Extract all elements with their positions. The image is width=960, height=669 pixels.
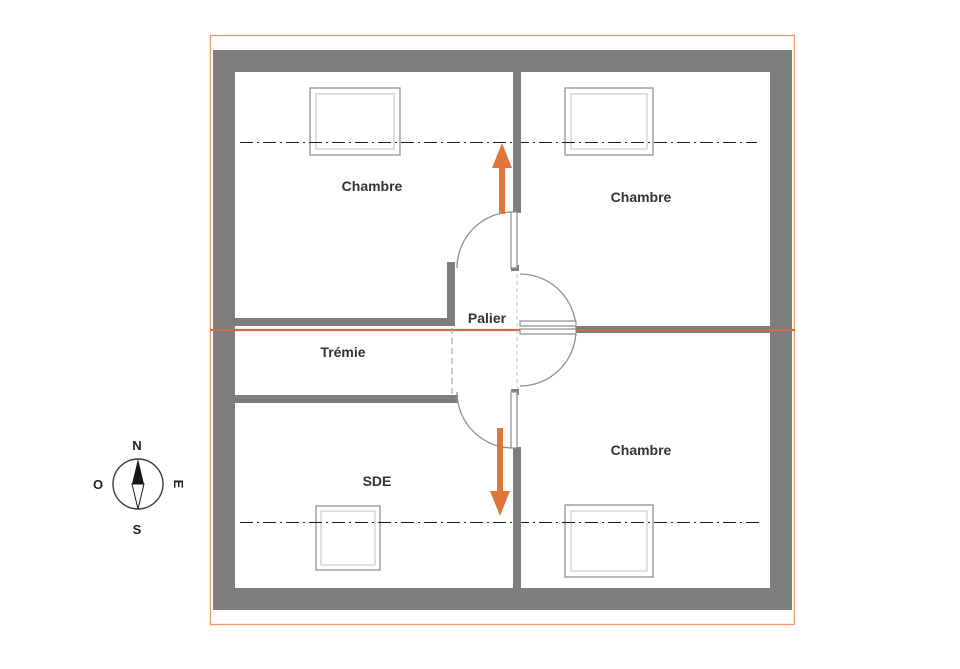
compass-south-label: S [133,522,142,537]
door-panel-upper [519,320,577,327]
window-inner-frame [315,93,395,150]
roof-window-bottom-left [315,505,381,571]
roof-window-top-left [309,87,401,156]
door-bottom-room [456,391,518,449]
wall-door-jamb [447,262,455,322]
arrow-shaft [497,428,503,492]
window-inner-frame [570,510,648,572]
window-outer-frame [315,505,381,571]
wall-center-bottom [513,447,521,588]
room-label-shower-room: SDE [363,473,392,489]
room-label-landing: Palier [468,310,507,326]
room-label-bedroom-top-right: Chambre [611,189,672,205]
door-swing-arc [456,391,515,449]
stairs-up-arrow [492,143,512,214]
door-panel-lower [519,328,577,335]
compass-needle-south [131,483,145,510]
roof-window-bottom-right [564,504,654,578]
window-inner-frame [320,510,376,566]
door-panel [510,211,518,269]
arrow-head [492,143,512,168]
compass-north-label: N [132,438,141,453]
room-label-bedroom-top-left: Chambre [342,178,403,194]
stairs-down-arrow [490,428,510,516]
door-panel [510,391,518,449]
window-inner-frame [570,93,648,150]
arrow-head [490,491,510,516]
wall-outer-bottom [213,588,792,610]
wall-center-top [513,72,521,213]
window-outer-frame [564,504,654,578]
window-outer-frame [564,87,654,156]
window-outer-frame [309,87,401,156]
room-label-bedroom-bottom-right: Chambre [611,442,672,458]
door-swing-arc [456,211,515,269]
compass-west-label: O [93,477,103,492]
doors-right-bedrooms [519,273,577,387]
compass-needle-north [132,459,144,484]
wall-outer-top [213,50,792,72]
roof-window-top-right [564,87,654,156]
wall-left-upper [235,318,455,326]
compass: N S O E [93,438,186,537]
room-label-stairwell: Trémie [320,344,365,360]
wall-left-lower [235,395,458,403]
arrow-shaft [499,164,505,214]
compass-east-label: E [171,480,186,489]
door-top-bedroom [456,211,518,269]
